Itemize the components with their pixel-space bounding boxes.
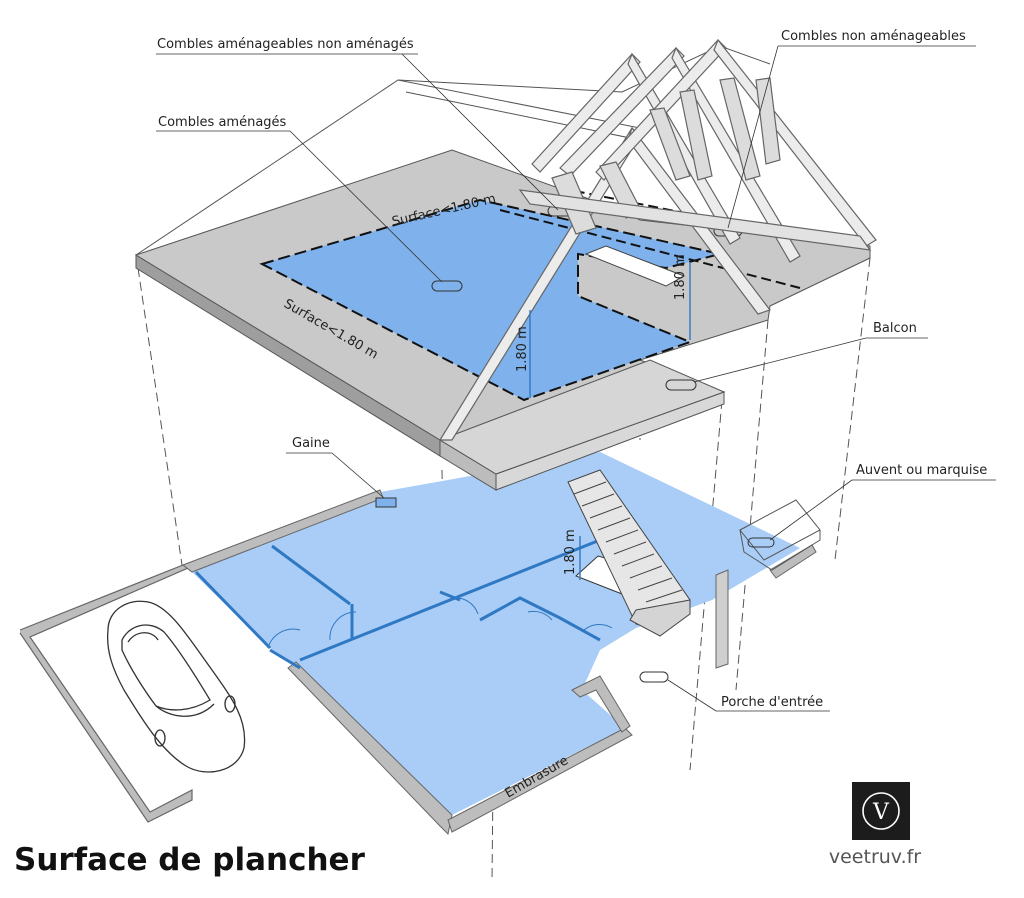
canopy-marker xyxy=(747,537,775,548)
callout-balcon: Balcon xyxy=(693,321,928,383)
height-label-upper-b: 1.80 m xyxy=(673,254,688,300)
upper-stair-hole xyxy=(584,245,686,287)
house-wall-recess xyxy=(571,675,631,733)
logo-v-icon: V xyxy=(862,792,900,830)
svg-text:Gaine: Gaine xyxy=(292,436,330,451)
callout-combles-amenages: Combles aménagés xyxy=(156,115,443,283)
interior-partitions xyxy=(194,538,601,670)
callout-gaine: Gaine xyxy=(286,436,397,508)
page-title: Surface de plancher xyxy=(14,842,365,878)
roof-trusses xyxy=(438,38,877,441)
height-label-upper-a: 1.80 m xyxy=(515,326,530,372)
porch-post xyxy=(715,569,729,669)
canopy xyxy=(739,499,821,571)
staircase xyxy=(567,469,691,637)
balcony-marker xyxy=(665,379,697,391)
svg-text:Auvent ou marquise: Auvent ou marquise xyxy=(856,463,987,478)
svg-text:V: V xyxy=(872,800,890,825)
callout-auvent: Auvent ou marquise xyxy=(769,463,996,541)
height-label-lower: 1.80 m xyxy=(563,529,578,575)
svg-text:Balcon: Balcon xyxy=(873,321,917,336)
height-dimensions xyxy=(529,262,691,580)
attic-marker-left xyxy=(431,280,463,292)
brand-logo: V xyxy=(852,782,910,840)
svg-text:Combles aménagés: Combles aménagés xyxy=(158,115,287,130)
site-url: veetruv.fr xyxy=(828,846,922,868)
callouts: Combles aménageables non aménagés Comble… xyxy=(156,29,996,712)
balcony xyxy=(438,359,726,475)
upper-floor xyxy=(134,149,871,491)
car xyxy=(106,600,246,773)
house-wall-front xyxy=(447,727,633,833)
svg-text:Combles non aménageables: Combles non aménageables xyxy=(781,29,966,44)
svg-text:Porche d'entrée: Porche d'entrée xyxy=(721,695,823,710)
door-swings xyxy=(267,597,613,649)
svg-text:Combles aménageables non aména: Combles aménageables non aménagés xyxy=(157,37,414,52)
callout-porche: Porche d'entrée xyxy=(639,671,830,712)
callout-combles-non: Combles non aménageables xyxy=(727,29,976,229)
ground-floor-area xyxy=(188,452,800,815)
callout-combles-amenageables: Combles aménageables non aménagés xyxy=(156,37,559,211)
